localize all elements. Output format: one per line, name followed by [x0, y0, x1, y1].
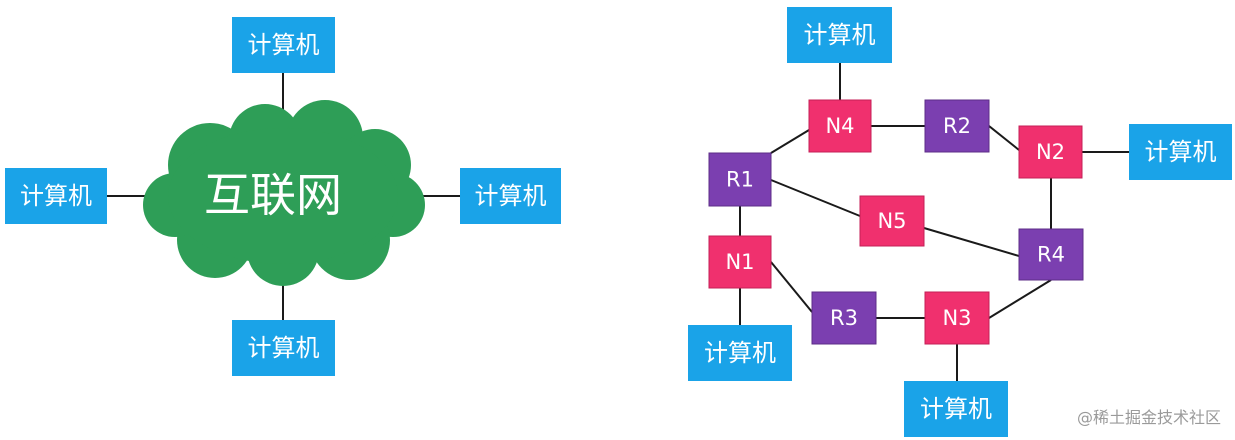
routed-network-diagram: 计算机 计算机 计算机 计算机 N4 N2 N5 N1 — [688, 7, 1232, 437]
link-N3-R4 — [988, 279, 1052, 319]
computer-label: 计算机 — [804, 21, 876, 49]
router-label: R1 — [726, 168, 754, 192]
computer-label: 计算机 — [704, 339, 776, 367]
computer-node-bottom: 计算机 — [904, 381, 1008, 437]
computer-label: 计算机 — [248, 334, 320, 362]
computer-label: 计算机 — [475, 182, 547, 210]
computer-label: 计算机 — [1145, 138, 1217, 166]
computer-node-left: 计算机 — [5, 168, 107, 224]
computer-label: 计算机 — [20, 182, 92, 210]
computer-node-top: 计算机 — [787, 7, 892, 63]
computer-label: 计算机 — [920, 395, 992, 423]
network-node-N3: N3 — [924, 291, 990, 345]
computer-node-bottom: 计算机 — [232, 320, 335, 376]
network-node-N4: N4 — [808, 99, 872, 153]
computer-node-right: 计算机 — [460, 168, 561, 224]
internet-diagram: 互联网 计算机 计算机 计算机 计算机 — [5, 17, 561, 376]
network-node-N2: N2 — [1018, 125, 1083, 179]
link-R1-N4 — [770, 129, 810, 154]
network-node-N1: N1 — [708, 235, 772, 289]
internet-cloud: 互联网 — [143, 100, 425, 286]
router-node-R3: R3 — [811, 291, 877, 345]
router-node-R4: R4 — [1018, 228, 1084, 281]
link-N1-R3 — [770, 261, 813, 313]
network-label: N5 — [877, 209, 906, 233]
network-label: N2 — [1036, 140, 1065, 164]
computer-node-top: 计算机 — [232, 17, 335, 73]
router-label: R3 — [830, 306, 858, 330]
link-R1-N5 — [770, 179, 861, 217]
link-N5-R4 — [923, 227, 1020, 257]
network-label: N4 — [825, 114, 854, 138]
router-node-R1: R1 — [708, 152, 772, 207]
computer-node-right: 计算机 — [1129, 124, 1232, 180]
network-label: N1 — [725, 250, 754, 274]
link-R2-N2 — [988, 125, 1020, 151]
router-label: R4 — [1037, 243, 1065, 267]
watermark-text: @稀土掘金技术社区 — [1076, 408, 1221, 427]
router-label: R2 — [943, 114, 971, 138]
computer-label: 计算机 — [248, 31, 320, 59]
computer-node-bottom-left: 计算机 — [688, 325, 792, 381]
cloud-label: 互联网 — [204, 168, 342, 222]
network-label: N3 — [942, 306, 971, 330]
network-node-N5: N5 — [859, 195, 925, 247]
router-node-R2: R2 — [924, 99, 990, 153]
